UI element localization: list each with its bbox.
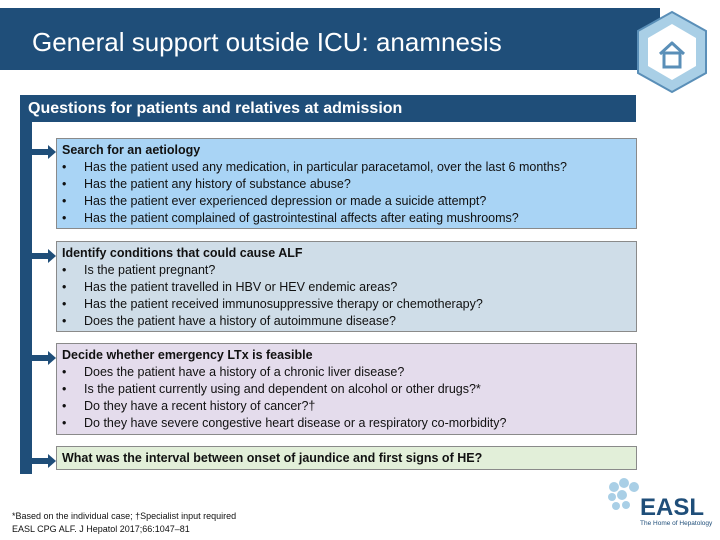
- connector-arrow-shaft: [32, 355, 48, 361]
- list-item: •Has the patient used any medication, in…: [62, 160, 567, 174]
- list-item: •Is the patient currently using and depe…: [62, 382, 481, 396]
- conditions-box: Identify conditions that could cause ALF…: [56, 241, 637, 332]
- arrow-right-icon: [48, 249, 56, 263]
- home-icon: [637, 10, 707, 94]
- arrow-right-icon: [48, 454, 56, 468]
- connector-line: [20, 122, 32, 474]
- title-bar: [0, 8, 660, 70]
- home-button[interactable]: [634, 10, 710, 94]
- page-title: General support outside ICU: anamnesis: [32, 27, 502, 57]
- aetiology-box: Search for an aetiology •Has the patient…: [56, 138, 637, 229]
- logo-wordmark: EASL: [640, 494, 705, 521]
- jaundice-question-box: What was the interval between onset of j…: [56, 446, 637, 470]
- footnote: *Based on the individual case; †Speciali…: [12, 510, 236, 536]
- citation: EASL CPG ALF. J Hepatol 2017;66:1047–81: [12, 524, 190, 534]
- ltx-feasibility-box: Decide whether emergency LTx is feasible…: [56, 343, 637, 435]
- list-item: •Do they have a recent history of cancer…: [62, 399, 316, 413]
- arrow-right-icon: [48, 351, 56, 365]
- arrow-right-icon: [48, 145, 56, 159]
- list-item: •Has the patient travelled in HBV or HEV…: [62, 280, 398, 294]
- section-header: [20, 95, 636, 122]
- box-heading: Decide whether emergency LTx is feasible: [62, 348, 313, 362]
- section-header-label: Questions for patients and relatives at …: [28, 100, 403, 117]
- list-item: •Has the patient ever experienced depres…: [62, 194, 487, 208]
- list-item: •Does the patient have a history of auto…: [62, 314, 396, 328]
- list-item: •Is the patient pregnant?: [62, 263, 216, 277]
- connector-arrow-shaft: [32, 253, 48, 259]
- list-item: •Has the patient complained of gastroint…: [62, 211, 519, 225]
- box-heading: Identify conditions that could cause ALF: [62, 246, 303, 260]
- list-item: •Has the patient any history of substanc…: [62, 177, 351, 191]
- logo-tagline: The Home of Hepatology: [640, 520, 713, 527]
- logo-mark-icon: [608, 478, 639, 510]
- question-text: What was the interval between onset of j…: [62, 451, 483, 465]
- box-heading: Search for an aetiology: [62, 143, 201, 157]
- easl-logo: [604, 475, 714, 535]
- list-item: •Do they have severe congestive heart di…: [62, 416, 507, 430]
- connector-arrow-shaft: [32, 149, 48, 155]
- list-item: •Has the patient received immunosuppress…: [62, 297, 483, 311]
- footnote-line: *Based on the individual case; †Speciali…: [12, 511, 237, 521]
- list-item: •Does the patient have a history of a ch…: [62, 365, 405, 379]
- connector-arrow-shaft: [32, 458, 48, 464]
